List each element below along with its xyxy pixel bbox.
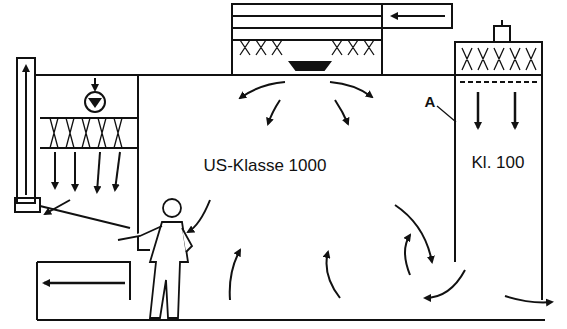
drawing-part (494, 26, 510, 42)
laminar-zone (455, 20, 542, 300)
drawing-part (541, 75, 543, 300)
drawing-part (477, 92, 480, 128)
drawing-part (85, 92, 105, 112)
drawing-part (74, 152, 76, 190)
drawing-part (454, 75, 456, 262)
drawing-part (182, 228, 192, 252)
drawing-part (232, 16, 382, 28)
drawing-part (50, 118, 122, 148)
drawing-part (15, 198, 40, 212)
clean-zone: Kl. 100 (456, 83, 541, 263)
drawing-part (94, 78, 96, 90)
zone-downflow (478, 92, 515, 128)
drawing-part (88, 98, 102, 108)
ceiling-hatch (240, 40, 374, 55)
filter-hatch (50, 118, 122, 148)
callout-letter: A (424, 94, 437, 111)
return-arrow (44, 282, 125, 285)
drawing-part (97, 152, 100, 192)
drawing-part (115, 152, 120, 190)
duct-arrow (25, 66, 27, 195)
drawing-part (327, 252, 341, 298)
drawing-part (118, 226, 162, 240)
drawing-part (330, 82, 372, 97)
drawing-part (232, 4, 382, 40)
zone-hatch (462, 48, 536, 70)
class-label: Kl. 100 (472, 154, 525, 173)
room-region: US-Klasse 1000 (37, 76, 454, 319)
drawing-part (335, 100, 348, 124)
drawing-part (150, 222, 188, 318)
drawing-part (268, 100, 280, 124)
drawing-part (455, 42, 542, 75)
drawing-part (230, 250, 240, 300)
drawing-part (240, 40, 374, 55)
drawing-part (290, 62, 330, 70)
leader-line (437, 106, 456, 122)
drawing-part (37, 319, 545, 321)
drawing-part (382, 4, 452, 28)
drawing-part (54, 152, 56, 188)
drawing-part (34, 75, 36, 200)
drawing-part (36, 262, 38, 320)
drawing-part (45, 200, 70, 214)
class-label: US-Klasse 1000 (204, 157, 327, 176)
drawing-part (188, 200, 210, 232)
drawing-part (462, 48, 536, 70)
drawing-part (395, 205, 432, 262)
drawing-part (163, 199, 181, 217)
bench-fan (85, 78, 105, 112)
drawing-part (37, 262, 130, 300)
person-figure (118, 199, 192, 318)
drawing-part (514, 92, 517, 128)
ceiling-unit (232, 4, 452, 75)
drawing-part (137, 75, 139, 215)
inflow-arrow (392, 15, 445, 17)
drawing-part (232, 40, 382, 75)
drawing-part (405, 235, 410, 275)
drawing-part (40, 118, 138, 148)
drawing-part (460, 81, 538, 83)
drawing-part (240, 82, 285, 98)
drawing-part (505, 296, 552, 302)
drawing-part (425, 270, 465, 298)
room-outline (15, 58, 545, 320)
drawing-part (17, 58, 35, 203)
air-circulation (188, 82, 552, 302)
drawing-part (501, 20, 503, 26)
bench-downflow (45, 152, 120, 214)
